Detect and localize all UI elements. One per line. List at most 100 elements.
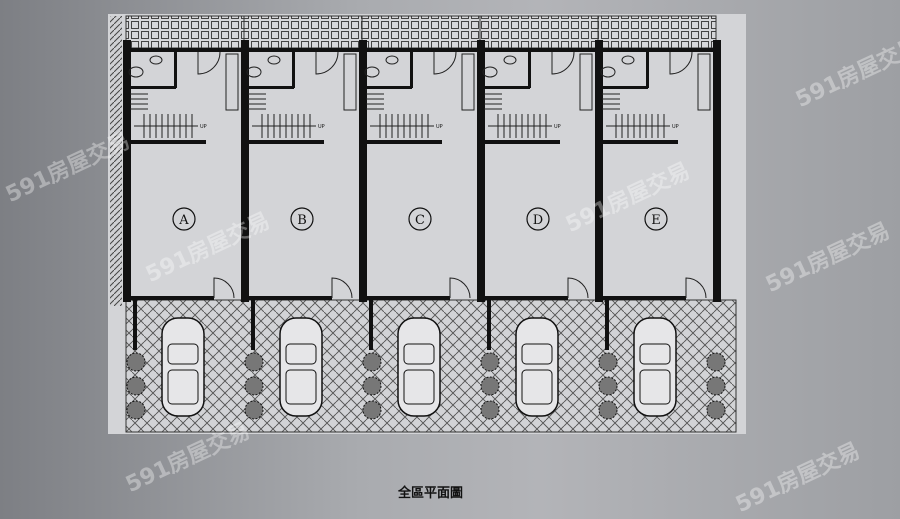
balcony-tiles bbox=[479, 15, 599, 49]
parking-divider bbox=[369, 300, 373, 350]
car-windshield bbox=[521, 343, 553, 365]
car-windshield bbox=[167, 343, 199, 365]
front-wall bbox=[598, 296, 686, 300]
unit-label-circle bbox=[644, 207, 668, 231]
kitchen-counter bbox=[579, 53, 593, 111]
door-icon bbox=[433, 51, 457, 75]
tree-icon bbox=[598, 400, 618, 420]
tree-icon bbox=[244, 352, 264, 372]
sink-icon bbox=[503, 55, 517, 65]
party-wall bbox=[241, 40, 249, 302]
bath-wall bbox=[292, 52, 295, 88]
unit-d: UPD bbox=[477, 15, 599, 420]
bath-wall bbox=[528, 52, 531, 88]
tree-icon bbox=[244, 376, 264, 396]
party-wall bbox=[359, 40, 367, 302]
toilet-icon bbox=[600, 66, 616, 78]
balcony-tiles bbox=[243, 15, 363, 49]
sink-icon bbox=[385, 55, 399, 65]
tree-icon bbox=[126, 376, 146, 396]
door-icon bbox=[331, 277, 353, 299]
sink-icon bbox=[621, 55, 635, 65]
door-icon bbox=[567, 277, 589, 299]
balcony-tiles bbox=[361, 15, 481, 49]
door-icon bbox=[315, 51, 339, 75]
unit-label: C bbox=[415, 213, 425, 228]
tree-icon bbox=[362, 376, 382, 396]
rear-wall bbox=[244, 48, 362, 52]
stair-wall bbox=[244, 140, 324, 144]
car-icon bbox=[397, 317, 441, 417]
car-icon bbox=[161, 317, 205, 417]
stair-wall bbox=[126, 140, 206, 144]
kitchen-counter bbox=[697, 53, 711, 111]
boundary-hatch bbox=[110, 16, 122, 306]
car-body bbox=[515, 317, 559, 417]
car-body bbox=[397, 317, 441, 417]
bath-wall bbox=[244, 86, 294, 89]
car-roof bbox=[167, 369, 199, 405]
bath-wall bbox=[646, 52, 649, 88]
car-body bbox=[633, 317, 677, 417]
front-wall bbox=[362, 296, 450, 300]
rear-wall bbox=[362, 48, 480, 52]
bath-wall bbox=[126, 86, 176, 89]
toilet-icon bbox=[482, 66, 498, 78]
tree-icon bbox=[126, 400, 146, 420]
stair-up-label: UP bbox=[318, 124, 325, 130]
toilet-icon bbox=[128, 66, 144, 78]
car-icon bbox=[515, 317, 559, 417]
bath-wall bbox=[174, 52, 177, 88]
unit-label-circle bbox=[290, 207, 314, 231]
stair-wall bbox=[480, 140, 560, 144]
tree-icon bbox=[706, 400, 726, 420]
door-icon bbox=[669, 51, 693, 75]
door-icon bbox=[685, 277, 707, 299]
unit-label: B bbox=[297, 213, 307, 228]
unit-label-circle bbox=[408, 207, 432, 231]
front-wall bbox=[244, 296, 332, 300]
parking-divider bbox=[487, 300, 491, 350]
kitchen-counter bbox=[225, 53, 239, 111]
rear-wall bbox=[598, 48, 716, 52]
car-windshield bbox=[639, 343, 671, 365]
door-icon bbox=[197, 51, 221, 75]
car-roof bbox=[403, 369, 435, 405]
balcony-tiles bbox=[597, 15, 717, 49]
rear-wall bbox=[126, 48, 244, 52]
unit-label-circle bbox=[172, 207, 196, 231]
tree-icon bbox=[706, 352, 726, 372]
toilet-icon bbox=[364, 66, 380, 78]
sink-icon bbox=[267, 55, 281, 65]
kitchen-counter bbox=[343, 53, 357, 111]
party-wall bbox=[123, 40, 131, 302]
door-icon bbox=[213, 277, 235, 299]
tree-icon bbox=[598, 352, 618, 372]
toilet-icon bbox=[246, 66, 262, 78]
tree-icon bbox=[598, 376, 618, 396]
parking-divider bbox=[605, 300, 609, 350]
car-roof bbox=[285, 369, 317, 405]
front-wall bbox=[126, 296, 214, 300]
kitchen-counter bbox=[461, 53, 475, 111]
stair-wall bbox=[362, 140, 442, 144]
bath-wall bbox=[410, 52, 413, 88]
tree-icon bbox=[362, 400, 382, 420]
bath-wall bbox=[598, 86, 648, 89]
bath-wall bbox=[362, 86, 412, 89]
unit-b: UP B bbox=[241, 15, 363, 420]
car-body bbox=[161, 317, 205, 417]
unit-c: UPC bbox=[359, 15, 481, 420]
door-icon bbox=[449, 277, 471, 299]
plan-title: 全區平面圖 bbox=[398, 486, 464, 501]
balcony-tiles bbox=[125, 15, 245, 49]
car-icon bbox=[279, 317, 323, 417]
party-wall bbox=[477, 40, 485, 302]
car-windshield bbox=[403, 343, 435, 365]
parking-divider bbox=[133, 300, 137, 350]
party-wall bbox=[595, 40, 603, 302]
rear-wall bbox=[480, 48, 598, 52]
car-windshield bbox=[285, 343, 317, 365]
car-roof bbox=[639, 369, 671, 405]
party-wall bbox=[713, 40, 721, 302]
